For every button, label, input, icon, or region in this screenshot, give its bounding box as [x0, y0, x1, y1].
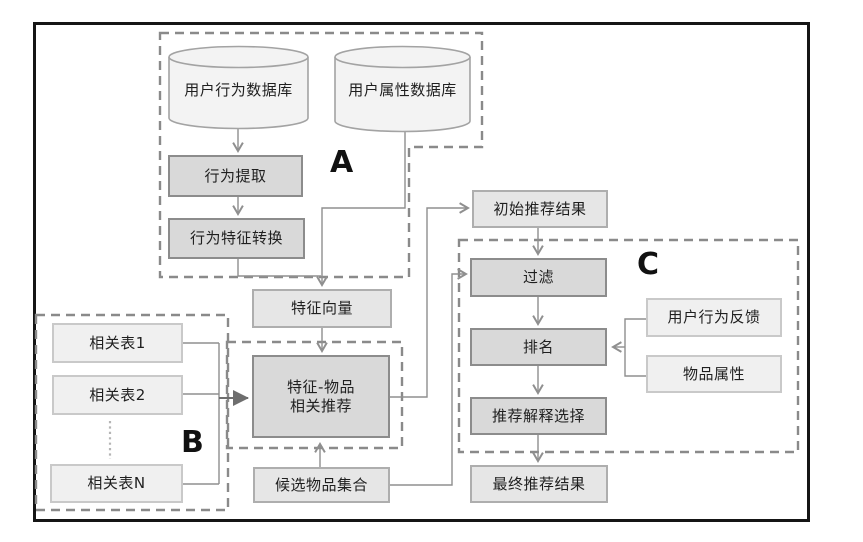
feature-item-recommend-box: 特征-物品 相关推荐	[252, 355, 390, 438]
related-table-n-box: 相关表N	[50, 464, 183, 503]
user-attribute-db-label: 用户属性数据库	[348, 80, 457, 99]
region-a-outline	[158, 31, 484, 279]
arrow-db2-to-feature-vector	[316, 131, 406, 287]
arrow-candidate-to-filter	[390, 268, 468, 486]
feature-item-recommend-line2: 相关推荐	[289, 396, 352, 415]
filter-box: 过滤	[470, 258, 607, 297]
user-behavior-db-label: 用户行为数据库	[184, 80, 293, 99]
behavior-feature-convert-box: 行为特征转换	[168, 218, 305, 259]
ranking-box: 排名	[470, 328, 607, 366]
region-a-label: A	[330, 145, 354, 180]
region-b-label: B	[181, 425, 204, 460]
region-c-label: C	[637, 247, 660, 282]
lines-tables-bus	[183, 342, 220, 485]
initial-result-box: 初始推荐结果	[472, 190, 608, 228]
feature-vector-box: 特征向量	[252, 289, 392, 328]
region-b-outline	[34, 313, 230, 512]
database-cylinder-attribute	[334, 57, 471, 133]
explanation-select-box: 推荐解释选择	[470, 397, 607, 435]
behavior-extract-box: 行为提取	[168, 155, 303, 197]
line-convert-to-junction	[237, 259, 321, 277]
user-feedback-box: 用户行为反馈	[646, 298, 782, 337]
bracket-feedback-inputs	[624, 318, 647, 377]
database-cylinder-behavior-top	[168, 45, 309, 69]
related-table-1-box: 相关表1	[52, 323, 183, 363]
item-attributes-box: 物品属性	[646, 355, 782, 393]
database-cylinder-behavior	[168, 57, 309, 130]
feature-item-recommend-line1: 特征-物品	[287, 377, 355, 396]
database-cylinder-attribute-top	[334, 45, 471, 69]
final-result-box: 最终推荐结果	[470, 465, 608, 503]
candidate-item-set-box: 候选物品集合	[253, 467, 390, 503]
arrow-feature-item-to-initial	[390, 202, 470, 398]
related-table-2-box: 相关表2	[52, 375, 183, 415]
region-c-outline	[457, 238, 800, 454]
